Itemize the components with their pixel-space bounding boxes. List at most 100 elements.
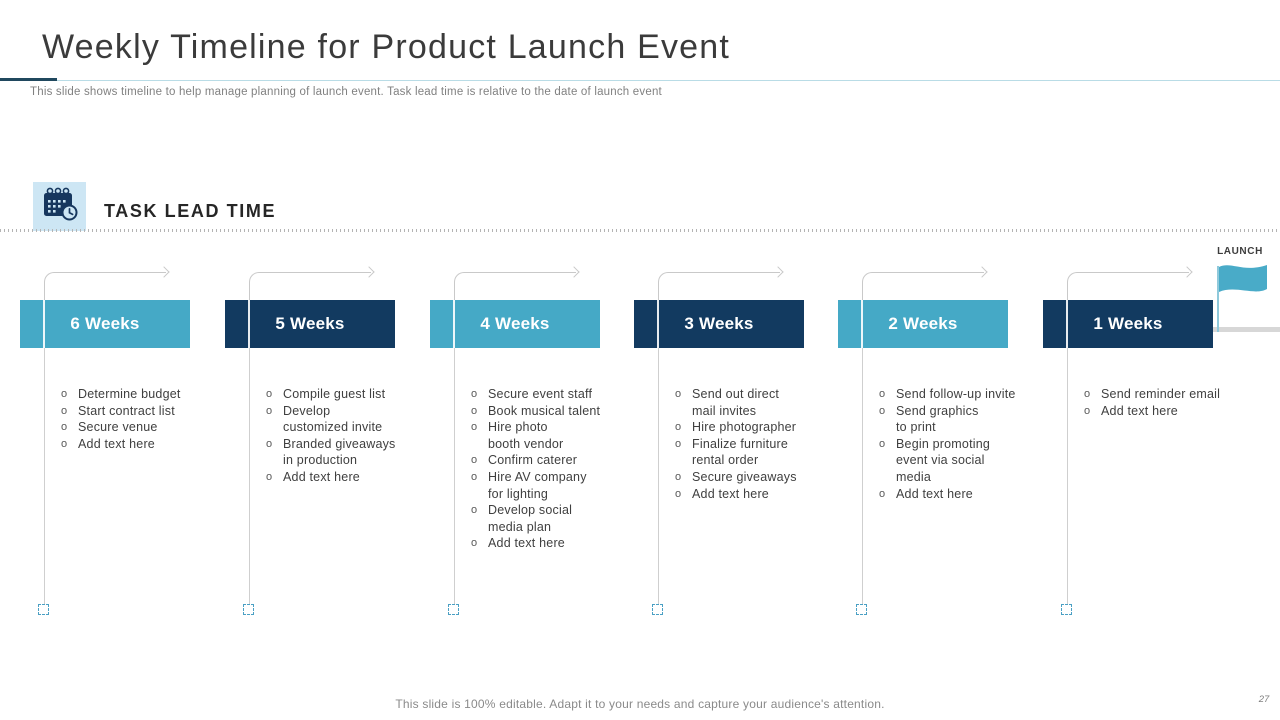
task-text: Send follow-up invite bbox=[896, 387, 1016, 401]
bullet-icon: o bbox=[1083, 388, 1091, 400]
bullet-icon: o bbox=[265, 388, 273, 400]
bullet-icon: o bbox=[60, 437, 68, 450]
bullet-icon: o bbox=[1083, 404, 1091, 417]
week-label: 4 Weeks bbox=[480, 314, 550, 333]
task-item: o Send reminder email bbox=[1081, 386, 1246, 403]
task-item: o Hire AV company for lighting bbox=[468, 469, 633, 502]
task-text: Book musical talent bbox=[488, 403, 601, 418]
page-title: Weekly Timeline for Product Launch Event bbox=[42, 28, 731, 66]
bullet-icon: o bbox=[265, 437, 273, 450]
connector-line bbox=[862, 300, 863, 605]
week-label-box: 5 Weeks bbox=[225, 300, 395, 348]
connector-line bbox=[249, 300, 250, 605]
task-text: Finalize furniture rental order bbox=[692, 436, 789, 468]
arrow-connector bbox=[1067, 265, 1193, 301]
task-text: Begin promoting event via social media bbox=[896, 436, 991, 484]
bullet-icon: o bbox=[60, 388, 68, 400]
arrow-connector bbox=[249, 265, 375, 301]
week-label-box: 1 Weeks bbox=[1043, 300, 1213, 348]
task-text: Secure venue bbox=[78, 420, 158, 435]
task-text: Add text here bbox=[896, 486, 973, 501]
task-text: Determine budget bbox=[78, 387, 181, 401]
bullet-icon: o bbox=[470, 454, 478, 467]
endpoint-handle[interactable] bbox=[243, 604, 254, 615]
dotted-divider bbox=[0, 229, 1280, 233]
bullet-icon: o bbox=[470, 470, 478, 483]
task-text: Secure event staff bbox=[488, 387, 593, 401]
endpoint-handle[interactable] bbox=[1061, 604, 1072, 615]
bullet-icon: o bbox=[674, 470, 682, 483]
bullet-icon: o bbox=[674, 437, 682, 450]
arrow-head-icon bbox=[772, 265, 784, 278]
bullet-icon: o bbox=[674, 487, 682, 500]
week-label-box: 2 Weeks bbox=[838, 300, 1008, 348]
endpoint-handle[interactable] bbox=[652, 604, 663, 615]
task-item: o Secure venue bbox=[58, 419, 223, 436]
endpoint-handle[interactable] bbox=[856, 604, 867, 615]
week-label: 5 Weeks bbox=[275, 314, 345, 333]
section-icon-box bbox=[33, 182, 86, 231]
bullet-icon: o bbox=[470, 421, 478, 434]
bullet-icon: o bbox=[674, 388, 682, 400]
task-text: Hire photo booth vendor bbox=[488, 420, 564, 451]
arrow-head-icon bbox=[976, 265, 988, 278]
title-divider bbox=[0, 80, 1280, 81]
task-item: o Secure event staff bbox=[468, 386, 633, 403]
endpoint-handle[interactable] bbox=[38, 604, 49, 615]
arrow-head-icon bbox=[1181, 265, 1193, 278]
slide-subtitle: This slide shows timeline to help manage… bbox=[30, 86, 662, 98]
task-text: Develop customized invite bbox=[283, 403, 383, 435]
task-text: Send reminder email bbox=[1101, 387, 1221, 401]
task-text: Start contract list bbox=[78, 403, 175, 418]
bullet-icon: o bbox=[878, 437, 886, 450]
arrow-connector bbox=[658, 265, 784, 301]
connector-line bbox=[454, 300, 455, 605]
arrow-head-icon bbox=[363, 265, 375, 278]
connector-line bbox=[44, 300, 45, 605]
bullet-icon: o bbox=[878, 388, 886, 400]
launch-baseline bbox=[1213, 327, 1280, 332]
week-label: 3 Weeks bbox=[684, 314, 754, 333]
task-item: o Send out direct mail invites bbox=[672, 386, 837, 419]
arrow-head-icon bbox=[568, 265, 580, 278]
footer-note: This slide is 100% editable. Adapt it to… bbox=[395, 697, 885, 711]
bullet-icon: o bbox=[265, 470, 273, 483]
task-text: Send out direct mail invites bbox=[692, 387, 780, 418]
connector-line bbox=[1067, 300, 1068, 605]
task-item: o Hire photo booth vendor bbox=[468, 419, 633, 452]
task-item: o Send follow-up invite bbox=[876, 386, 1041, 403]
launch-label: LAUNCH bbox=[1217, 246, 1263, 257]
endpoint-handle[interactable] bbox=[448, 604, 459, 615]
task-text: Send graphics to print bbox=[896, 403, 979, 435]
task-item: o Start contract list bbox=[58, 403, 223, 420]
task-item: o Begin promoting event via social media bbox=[876, 436, 1041, 486]
bullet-icon: o bbox=[60, 404, 68, 417]
task-item: o Finalize furniture rental order bbox=[672, 436, 837, 469]
bullet-icon: o bbox=[60, 421, 68, 434]
task-text: Hire AV company for lighting bbox=[488, 469, 587, 501]
task-text: Add text here bbox=[1101, 403, 1178, 418]
arrow-head-icon bbox=[158, 265, 170, 278]
bullet-icon: o bbox=[470, 388, 478, 400]
task-text: Secure giveaways bbox=[692, 469, 797, 484]
arrow-connector bbox=[454, 265, 580, 301]
